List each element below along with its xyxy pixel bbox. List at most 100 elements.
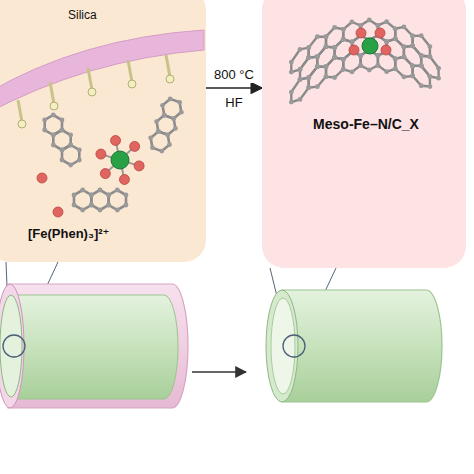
carbon-ring [404, 46, 421, 66]
carbon-atom [298, 47, 303, 52]
carbon-atom [324, 74, 329, 79]
carbon-atom [393, 36, 398, 41]
carbon-atom [80, 188, 85, 193]
carbon-atom [171, 116, 176, 121]
carbon-atom [77, 158, 82, 163]
carbon-atom [306, 45, 311, 50]
carbon-atom [384, 19, 389, 24]
carbon-atom [306, 75, 311, 80]
carbon-atom [60, 148, 65, 153]
linker-chain [166, 55, 170, 77]
carbon-tube [282, 290, 442, 402]
carbon-atom [162, 113, 167, 118]
reactant-panel: Silica[Fe(Phen)₃]²⁺ [0, 0, 206, 262]
carbon-atom [306, 85, 311, 90]
carbon-atom [89, 203, 94, 208]
carbon-atom [306, 45, 311, 50]
carbon-atom [384, 69, 389, 74]
carbon-atom [289, 100, 294, 105]
carbon-atom [428, 44, 433, 49]
carbon-atom [324, 64, 329, 69]
carbon-atom [115, 208, 120, 213]
nitrogen-atom [100, 169, 110, 179]
carbon-atom [60, 148, 65, 153]
iron-atom [362, 38, 378, 54]
carbon-atom [306, 55, 311, 60]
carbon-atom [376, 23, 381, 28]
aromatic-ring [62, 145, 79, 165]
carbon-atom [51, 113, 56, 118]
carbon-atom [419, 53, 424, 58]
nitrogen-atom [381, 45, 391, 55]
carbon-atom [419, 33, 424, 38]
carbon-atom [106, 193, 111, 198]
linker-chain [128, 60, 132, 82]
tube-opening [266, 290, 298, 402]
nitrogen-atom [349, 45, 359, 55]
carbon-atom [324, 44, 329, 49]
carbon-atom [393, 66, 398, 71]
carbon-atom [80, 208, 85, 213]
carbon-atom [419, 63, 424, 68]
aromatic-ring [151, 131, 170, 151]
carbon-atom [402, 45, 407, 50]
carbon-atom [410, 33, 415, 38]
carbon-atom [341, 57, 346, 62]
carbon-atom [436, 66, 441, 71]
linker-end [18, 120, 26, 128]
carbon-atom [428, 54, 433, 59]
carbon-atom [60, 158, 65, 163]
carbon-atom [410, 73, 415, 78]
aromatic-ring [163, 99, 182, 119]
carbon-atom [324, 64, 329, 69]
carbon-atom [410, 63, 415, 68]
carbon-atom [162, 113, 167, 118]
carbon-atom [160, 103, 165, 108]
carbon-atom [350, 40, 355, 45]
carbon-atom [298, 77, 303, 82]
carbon-atom [315, 54, 320, 59]
carbon-atom [393, 26, 398, 31]
carbon-atom [332, 45, 337, 50]
carbon-atom [332, 55, 337, 60]
carbon-atom [72, 203, 77, 208]
carbon-atom [115, 188, 120, 193]
carbon-atom [393, 66, 398, 71]
tube-opening [0, 284, 24, 408]
carbon-atom [148, 135, 153, 140]
carbon-atom [384, 39, 389, 44]
carbon-atom [419, 53, 424, 58]
carbon-atom [358, 23, 363, 28]
carbon-atom [106, 203, 111, 208]
carbon-atom [376, 53, 381, 58]
complex-label: [Fe(Phen)₃]²⁺ [28, 226, 109, 242]
carbon-atom [165, 132, 170, 137]
carbon-atom [341, 37, 346, 42]
nitrogen-atom [37, 173, 47, 183]
silica-complex-illustration [0, 0, 206, 262]
silica-shell [8, 284, 188, 408]
carbon-ring [395, 57, 412, 77]
aromatic-ring [91, 190, 108, 210]
carbon-atom [350, 70, 355, 75]
carbon-atom [410, 43, 415, 48]
carbon-atom [402, 25, 407, 30]
aromatic-ring [74, 190, 91, 210]
carbon-atom [60, 128, 65, 133]
carbon-atom [89, 193, 94, 198]
carbon-atom [156, 129, 161, 134]
carbon-atom [358, 53, 363, 58]
carbon-sheet-illustration [262, 0, 466, 268]
carbon-atom [358, 53, 363, 58]
carbon-atom [306, 85, 311, 90]
linker-chain [18, 100, 22, 122]
carbon-atom [324, 64, 329, 69]
carbon-atom [341, 57, 346, 62]
carbon-atom [384, 39, 389, 44]
carbon-atom [341, 37, 346, 42]
zoom-circle [3, 335, 25, 357]
carbon-atom [106, 203, 111, 208]
carbon-atom [358, 23, 363, 28]
linker-end [128, 80, 136, 88]
product-label: Meso-Fe–N/C_X [313, 116, 419, 133]
